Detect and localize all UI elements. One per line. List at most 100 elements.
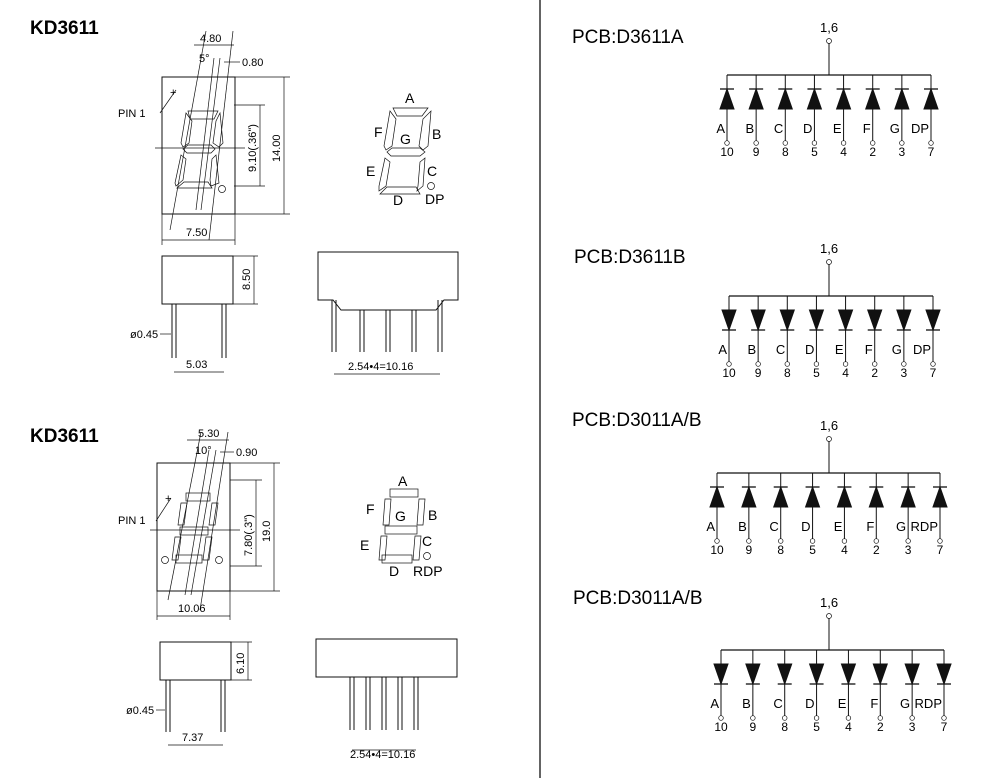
seg-label-a: A xyxy=(405,90,415,106)
dim-digit-height: 9.10(.36") xyxy=(247,124,259,172)
pin-number: 7 xyxy=(930,366,937,380)
pin-terminal xyxy=(870,140,876,146)
diode-icon xyxy=(894,87,910,110)
diode-icon xyxy=(748,87,764,110)
pin-terminal xyxy=(714,538,720,544)
pin-terminal xyxy=(782,140,788,146)
pin-terminal xyxy=(746,538,752,544)
diode-icon xyxy=(709,485,725,508)
diode-icon xyxy=(750,309,766,332)
diode-icon xyxy=(713,663,729,686)
front-view-digit xyxy=(174,110,224,189)
front-view-digit-2 xyxy=(171,492,219,564)
diode-icon xyxy=(836,485,853,508)
pin-terminal xyxy=(901,361,907,367)
dim-seg-width-2: 0.90 xyxy=(236,447,257,459)
pin-terminal xyxy=(718,715,724,721)
left-top-drawing: KD3611 4.80 5° 0.80 PIN 1 + xyxy=(30,18,459,375)
diode-icon xyxy=(896,309,912,332)
dim-pin-spacing: 5.03 xyxy=(186,359,207,371)
diode-icon xyxy=(923,87,939,110)
segment-dp-dot xyxy=(427,182,435,190)
common-terminal xyxy=(826,613,832,619)
segment-label: B xyxy=(745,121,754,136)
pin-number: 7 xyxy=(941,720,948,734)
segment-label: F xyxy=(863,121,871,136)
side-view-body-2 xyxy=(159,641,232,681)
segment-label: F xyxy=(866,519,874,534)
segment-label: A xyxy=(716,121,725,136)
pin-number: 5 xyxy=(813,366,820,380)
diode-icon xyxy=(808,309,825,332)
pin1-label-2: PIN 1 xyxy=(118,515,146,527)
pin-number: 5 xyxy=(813,720,820,734)
segment-label: F xyxy=(870,696,878,711)
diode-icon xyxy=(868,485,884,508)
pin-terminal xyxy=(778,538,784,544)
pin-terminal xyxy=(873,538,879,544)
dim-digit-height-2: 7.80(.3") xyxy=(243,514,255,556)
pin-number: 7 xyxy=(928,145,935,159)
diode-icon xyxy=(773,485,789,508)
diode-icon xyxy=(900,485,916,508)
pin-terminal xyxy=(937,538,943,544)
segment-label: E xyxy=(835,342,844,357)
pin-number: 9 xyxy=(755,366,762,380)
seg-label-g: G xyxy=(400,131,411,147)
schematic-title: PCB:D3611A xyxy=(572,27,684,48)
pin-terminal xyxy=(753,140,759,146)
pin-number: 4 xyxy=(845,720,852,734)
pin-number: 3 xyxy=(905,543,912,557)
pin-number: 2 xyxy=(873,543,880,557)
pin-terminal xyxy=(782,715,788,721)
common-pin-label: 1,6 xyxy=(820,20,838,35)
seg-label-b: B xyxy=(432,126,441,142)
seg2-label-d: D xyxy=(389,563,399,579)
dim-pitch-2: 2.54•4=10.16 xyxy=(350,749,415,761)
pin-number: 8 xyxy=(777,543,784,557)
pin-number: 4 xyxy=(840,145,847,159)
segment-label: E xyxy=(833,121,842,136)
pin-terminal xyxy=(909,715,915,721)
pin-terminal xyxy=(840,140,847,146)
diode-icon xyxy=(741,485,757,508)
segment-label: D xyxy=(803,121,812,136)
diode-icon xyxy=(804,485,821,508)
diode-icon xyxy=(777,87,793,110)
pin1-plus: + xyxy=(170,87,176,99)
dim-total-height: 14.00 xyxy=(271,134,283,162)
dim-side-height: 8.50 xyxy=(241,269,253,290)
pin-terminal xyxy=(842,361,849,367)
segment-label: B xyxy=(747,342,756,357)
diode-icon xyxy=(840,663,857,686)
seg-label-f: F xyxy=(374,124,383,140)
diode-icon xyxy=(936,663,952,686)
segment-label: A xyxy=(706,519,715,534)
pin-terminal xyxy=(877,715,883,721)
pin-terminal xyxy=(899,140,905,146)
diode-icon xyxy=(925,309,941,332)
dim-slant-2: 10° xyxy=(195,445,212,457)
segment-label: RDP xyxy=(911,519,938,534)
front-view-body-2 xyxy=(156,462,231,592)
segment-label: G xyxy=(892,342,902,357)
schematic-title: PCB:D3011A/B xyxy=(572,410,702,431)
pin-number: 4 xyxy=(842,366,849,380)
bottom-view-body xyxy=(317,251,459,311)
diode-icon xyxy=(904,663,920,686)
left-bottom-title: KD3611 xyxy=(30,426,99,447)
schematic-title: PCB:D3011A/B xyxy=(573,588,703,609)
pin-number: 5 xyxy=(811,145,818,159)
segment-label: D xyxy=(805,342,814,357)
seg-label-c: C xyxy=(427,163,437,179)
pin-terminal xyxy=(941,715,947,721)
segment-label: E xyxy=(834,519,843,534)
dim-pin-diameter-2: ø0.45 xyxy=(126,705,154,717)
dim-width-top: 4.80 xyxy=(200,33,221,45)
front-view-dp-2 xyxy=(215,556,223,564)
seg2-label-b: B xyxy=(428,507,437,523)
pin-number: 9 xyxy=(753,145,760,159)
diode-icon xyxy=(872,663,888,686)
